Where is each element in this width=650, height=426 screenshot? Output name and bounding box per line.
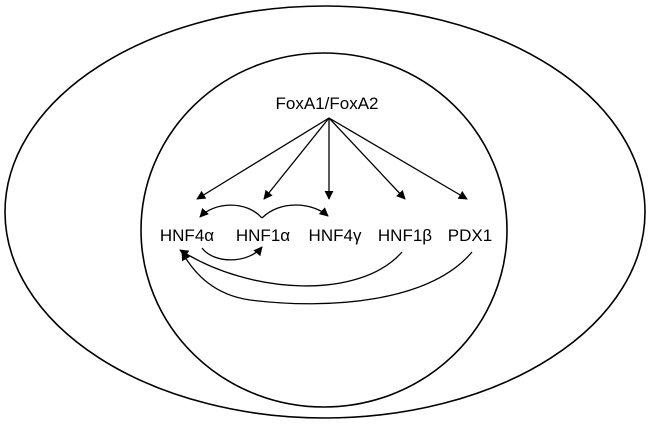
factor-label-hnf1a: HNF1α: [236, 226, 290, 245]
edge-hnf1b-hnf4a: [179, 249, 403, 287]
factor-label-pdx1: PDX1: [448, 226, 492, 245]
edge-foxa-hnf1a: [263, 117, 330, 200]
edge-foxa-hnf1b: [328, 117, 406, 200]
cell-outer-ellipse: [4, 5, 646, 419]
edge-foxa-pdx1: [328, 117, 468, 200]
factor-label-hnf4g: HNF4γ: [309, 226, 362, 245]
edge-hnf4a-hnf1a: [201, 246, 263, 261]
factor-label-hnf4a: HNF4α: [160, 226, 214, 245]
root-label-foxa: FoxA1/FoxA2: [276, 94, 379, 113]
edge-hnf1a-hnf4a: [199, 204, 263, 219]
factor-label-hnf1b: HNF1β: [378, 226, 432, 245]
edge-hnf1a-hnf4g: [261, 204, 329, 219]
edge-pdx1-hnf4a: [181, 251, 473, 305]
nucleus-inner-circle: [140, 52, 508, 408]
edge-foxa-hnf4a: [196, 117, 330, 200]
